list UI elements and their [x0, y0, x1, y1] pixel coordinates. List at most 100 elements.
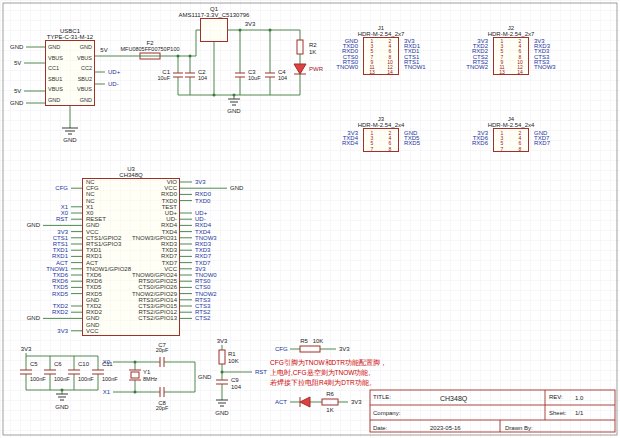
part-value: HDR-M-2.54_2x4: [488, 122, 535, 128]
wire: [222, 345, 252, 400]
pin-name: CFG: [86, 185, 99, 191]
pin-name: VCC: [164, 266, 177, 272]
junction-dot: [269, 29, 272, 32]
net-label: CTS2: [473, 54, 488, 60]
part-label: MFU0805FF00750P100: [120, 47, 179, 53]
part-value: HDR-M-2.54_2x7: [488, 31, 535, 37]
net-label: GND: [534, 130, 547, 136]
part-label: C4: [278, 69, 286, 75]
part-label: 3V3: [351, 399, 362, 405]
net-label: RTS1: [53, 241, 68, 247]
part-label: 10K: [228, 358, 239, 364]
net-label: RST: [255, 369, 267, 375]
pin-name: TXD3: [162, 247, 177, 253]
net-label: CTS3: [534, 54, 549, 60]
pin-number: 14: [387, 70, 393, 75]
part-label: 10K: [313, 338, 324, 344]
part-label: C10: [78, 361, 89, 367]
pin-name: CTS0/GPIO26: [138, 284, 177, 290]
pin-name: UD+: [165, 210, 177, 216]
pin-name: TXD7: [162, 260, 177, 266]
part-label: 1K: [326, 407, 333, 413]
pin-name: RTS2/GPIO12: [138, 309, 177, 315]
net-label: RXD3: [534, 43, 550, 49]
title-block-text: REV:: [549, 394, 563, 400]
pin-name: TXD6: [86, 272, 101, 278]
net-label: RTS0: [343, 59, 358, 65]
wire: [95, 30, 200, 56]
part-value: AMS1117-3.3V_C5130796: [179, 12, 250, 18]
title-block-text: Company:: [373, 410, 400, 416]
part-heading: U3CH348Q: [119, 166, 142, 178]
reference-designator: USBC1: [47, 28, 93, 34]
ground-symbol: [216, 400, 228, 406]
part-label: 5V: [14, 60, 21, 66]
net-label: TXD6: [473, 135, 488, 141]
pin-name: VBUS: [48, 56, 63, 62]
net-label: RXD1: [404, 43, 420, 49]
part-label: Y1: [143, 369, 150, 375]
junction-dot: [221, 371, 224, 374]
title-block-text: 1/1: [575, 410, 583, 416]
part-label: GND: [230, 185, 243, 191]
pin-name: X0: [86, 210, 93, 216]
net-label: ACT: [56, 260, 68, 266]
junction-dot: [213, 94, 216, 97]
net-label: TXD3: [195, 247, 210, 253]
net-label: TNOW1: [404, 64, 426, 70]
net-label: ACT: [275, 399, 287, 405]
pin-name: TNOW1/GPIO28: [86, 266, 131, 272]
part-label: GND: [63, 137, 76, 143]
net-label: TXD2: [53, 303, 68, 309]
pin-name: VCC: [86, 229, 99, 235]
ground-symbol: [56, 394, 68, 400]
net-label: RTS1: [404, 59, 419, 65]
net-label: CTS0: [195, 284, 210, 290]
pin-name: ACT: [86, 260, 98, 266]
pin-name: VCC: [86, 328, 99, 334]
pin-name: GND: [86, 315, 99, 321]
part-value: CH348Q: [119, 172, 142, 178]
part-label: GND: [215, 410, 228, 416]
net-label: TXD0: [343, 43, 358, 49]
net-label: TXD3: [534, 48, 549, 54]
pin-name: SBU2: [78, 77, 92, 83]
pin-name: RXD0: [161, 191, 177, 197]
pin-number: 13: [369, 70, 375, 75]
net-label: RTS3: [534, 59, 549, 65]
net-label: TXD4: [343, 135, 358, 141]
title-block: [370, 390, 615, 432]
net-label: CFG: [55, 185, 68, 191]
junction-dot: [233, 94, 236, 97]
net-label: TNOW2: [466, 64, 488, 70]
pin-name: RXD5: [86, 291, 102, 297]
pin-name: TXD2: [86, 303, 101, 309]
part-label: C9: [231, 377, 239, 383]
part-label: 3V3: [245, 21, 256, 27]
part-heading: J4HDR-M-2.54_2x4: [488, 116, 535, 128]
wire: [26, 353, 98, 394]
title-block-text: Drawn By:: [505, 425, 533, 431]
net-label: RXD2: [472, 48, 488, 54]
part-label: R5: [300, 338, 308, 344]
net-label: CTS1: [404, 54, 419, 60]
reference-designator: U3: [119, 166, 142, 172]
part-label: 8MHz: [143, 377, 157, 383]
net-label: TXD4: [195, 229, 210, 235]
net-label: TXD5: [53, 284, 68, 290]
net-label: GND: [345, 38, 358, 44]
net-label: CTS3: [195, 303, 210, 309]
net-label: X1: [61, 204, 68, 210]
part-label: 100nF: [54, 377, 70, 383]
part-label: 3V3: [217, 338, 228, 344]
part-label: 5V: [14, 88, 21, 94]
pin-name: TXD1: [86, 247, 101, 253]
part-label: 104: [198, 76, 207, 82]
pin-name: NC: [86, 198, 95, 204]
pin-number: PWR: [309, 66, 323, 72]
pin-name: RXD7: [161, 253, 177, 259]
net-label: RTS0: [195, 278, 210, 284]
pin-name: CTS2/GPIO13: [138, 315, 177, 321]
part-value: HDR-M-2.54_2x4: [358, 122, 405, 128]
net-label: GND: [404, 130, 417, 136]
